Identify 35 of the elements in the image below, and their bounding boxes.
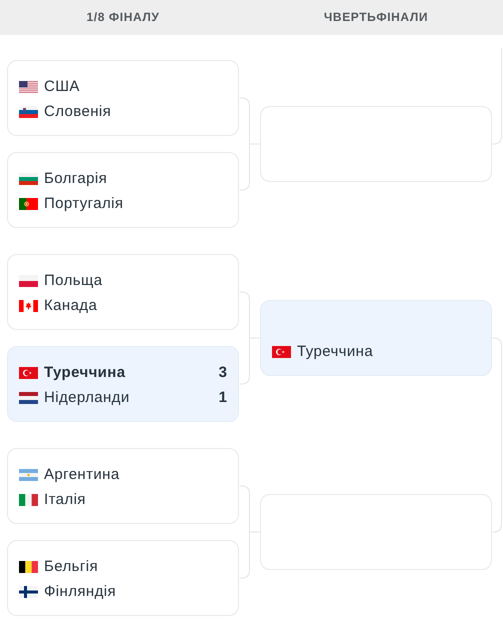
match-card [7,60,239,136]
bracket-line [492,338,502,436]
bracket-line [492,434,502,532]
match-card [7,540,239,616]
match-card [260,106,492,182]
team-name: Польща [44,272,102,290]
team-name: США [44,78,80,96]
bracket-line [239,486,250,532]
match-card [7,152,239,228]
team-name: Болгарія [44,170,108,188]
match-card [7,346,239,422]
bracket-line [239,532,250,578]
team-name: Туреччина [44,364,126,382]
team-name: Канада [44,297,98,315]
team-name: Бельгія [44,558,98,576]
team-name: Нідерланди [44,389,130,407]
score: 1 [218,389,227,407]
team-name: Туреччина [297,343,374,361]
team-name: Фінляндія [44,583,116,601]
team-name: Португалія [44,195,124,213]
bracket-line [239,292,250,338]
match-card [260,494,492,570]
bracket-line [492,48,502,144]
bracket-line [239,338,250,384]
match-card [7,448,239,524]
match-card [7,254,239,330]
team-name: Словенія [44,103,112,121]
score: 3 [218,364,227,382]
column-header: 1/8 ФІНАЛУ [86,9,160,26]
bracket-line [239,98,250,144]
team-name: Італія [44,491,86,509]
match-card [260,300,492,376]
team-name: Аргентина [44,466,120,484]
column-header: ЧВЕРТЬФІНАЛИ [322,9,430,26]
bracket-line [239,144,250,190]
